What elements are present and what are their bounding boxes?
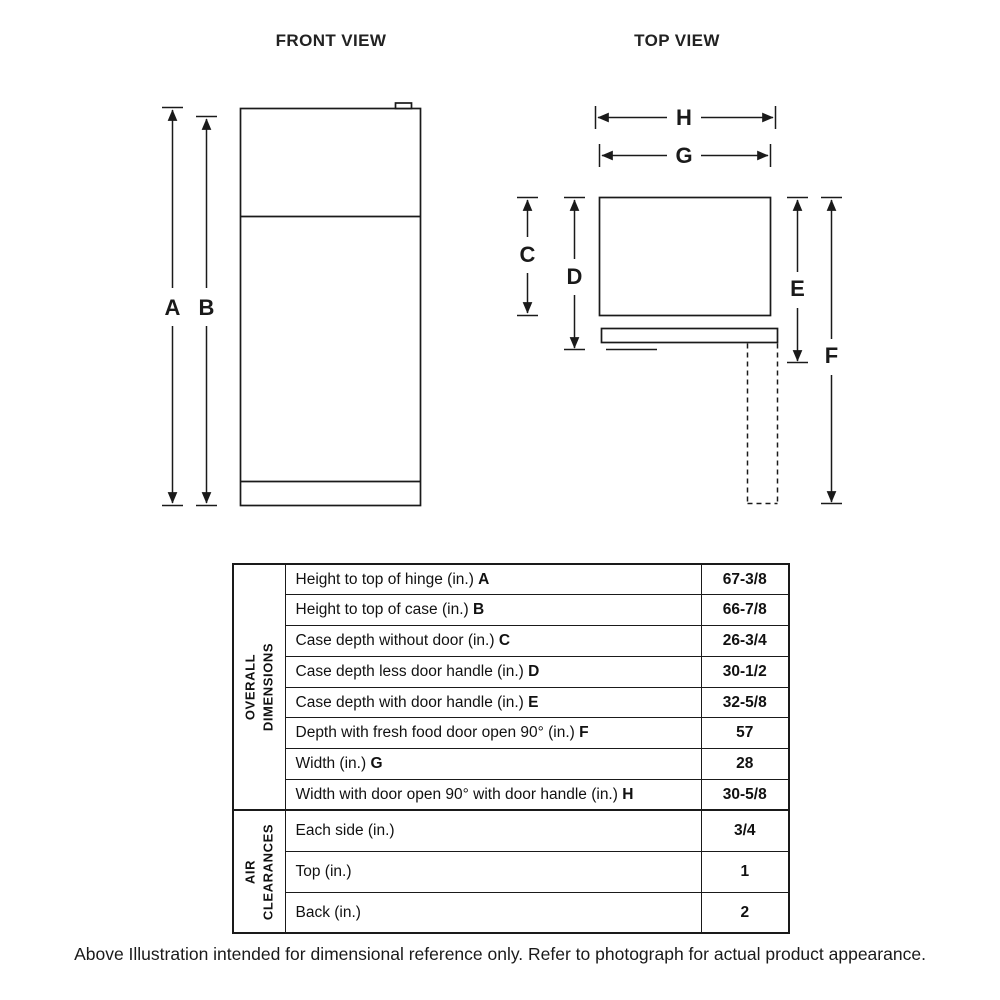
- dimension-f: F: [821, 196, 842, 505]
- dimensions-table: OVERALL DIMENSIONS Height to top of hing…: [232, 563, 790, 935]
- disclaimer-text: Above Illustration intended for dimensio…: [74, 944, 926, 964]
- dim-label-a: A: [165, 295, 181, 320]
- dim-label-e: E: [790, 276, 805, 301]
- row-label-depth-door-open: Depth with fresh food door open 90° (in.…: [284, 717, 702, 750]
- dimension-a: A: [162, 106, 183, 507]
- row-label-depth-less-handle: Case depth less door handle (in.) D: [284, 655, 702, 688]
- row-label-depth-with-handle: Case depth with door handle (in.) E: [284, 686, 702, 719]
- row-value-top: 1: [700, 850, 790, 893]
- row-label-depth-no-door: Case depth without door (in.) C: [284, 625, 702, 657]
- section-air-clearances-label: AIR CLEARANCES: [242, 823, 276, 921]
- dim-label-h: H: [676, 105, 692, 130]
- row-label-height-hinge: Height to top of hinge (in.) A: [284, 563, 702, 596]
- row-value-height-case: 66-7/8: [700, 594, 790, 627]
- dim-label-c: C: [520, 242, 536, 267]
- front-view-title: FRONT VIEW: [275, 31, 387, 50]
- row-label-top: Top (in.): [284, 850, 702, 893]
- row-value-width-door-open: 30-5/8: [700, 779, 790, 811]
- row-value-each-side: 3/4: [700, 809, 790, 852]
- section-air-clearances: AIR CLEARANCES: [232, 809, 286, 934]
- dimension-b: B: [196, 115, 217, 507]
- hinge-cap: [394, 102, 413, 110]
- row-value-depth-door-open: 57: [700, 717, 790, 750]
- row-label-height-case: Height to top of case (in.) B: [284, 594, 702, 627]
- dimension-g: G: [598, 143, 772, 168]
- row-value-depth-no-door: 26-3/4: [700, 625, 790, 657]
- row-label-width-door-open: Width with door open 90° with door handl…: [284, 779, 702, 811]
- dim-label-f: F: [825, 343, 838, 368]
- dim-label-d: D: [567, 264, 583, 289]
- section-overall-dimensions: OVERALL DIMENSIONS: [232, 563, 286, 811]
- row-value-back: 2: [700, 891, 790, 934]
- front-view-drawing: [239, 102, 422, 507]
- row-value-width: 28: [700, 748, 790, 781]
- dimension-c: C: [517, 196, 538, 317]
- row-value-depth-less-handle: 30-1/2: [700, 655, 790, 688]
- dimension-h: H: [594, 105, 777, 130]
- case-outline-top-view: [598, 196, 772, 317]
- dim-label-b: B: [199, 295, 215, 320]
- door-outline-top-view: [600, 327, 779, 344]
- row-value-depth-with-handle: 32-5/8: [700, 686, 790, 719]
- dim-label-g: G: [675, 143, 692, 168]
- row-value-height-hinge: 67-3/8: [700, 563, 790, 596]
- section-overall-dimensions-label: OVERALL DIMENSIONS: [242, 643, 276, 732]
- row-label-width: Width (in.) G: [284, 748, 702, 781]
- dimension-e: E: [787, 196, 808, 364]
- top-view-title: TOP VIEW: [634, 31, 720, 50]
- dimension-d: D: [564, 196, 585, 351]
- row-label-each-side: Each side (in.): [284, 809, 702, 852]
- row-label-back: Back (in.): [284, 891, 702, 934]
- fridge-outline: [239, 107, 422, 507]
- top-view-drawing: [598, 196, 779, 505]
- dimension-diagram: A B H: [162, 102, 842, 507]
